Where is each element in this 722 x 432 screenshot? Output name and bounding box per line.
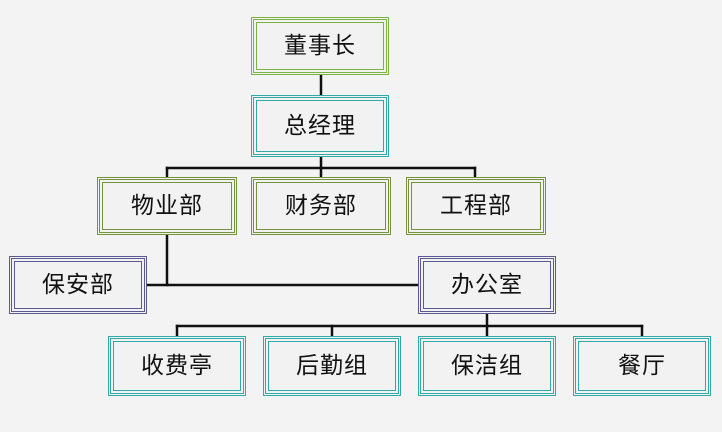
property-dept-node: 物业部 [97, 177, 237, 235]
finance-dept-label: 财务部 [285, 192, 357, 219]
toll-booth-label: 收费亭 [141, 352, 213, 379]
toll-booth-node: 收费亭 [108, 336, 246, 396]
general-manager-label: 总经理 [284, 112, 356, 139]
engineering-dept-label: 工程部 [440, 192, 512, 219]
security-dept-label: 保安部 [42, 271, 114, 298]
engineering-dept-node: 工程部 [406, 177, 546, 235]
general-manager-node: 总经理 [251, 95, 389, 157]
property-dept-label: 物业部 [131, 192, 203, 219]
logistics-group-node: 后勤组 [263, 336, 401, 396]
canteen-node: 餐厅 [573, 336, 711, 396]
office-label: 办公室 [451, 271, 523, 298]
office-node: 办公室 [418, 256, 556, 314]
cleaning-group-node: 保洁组 [418, 336, 556, 396]
logistics-group-label: 后勤组 [296, 352, 368, 379]
finance-dept-node: 财务部 [251, 177, 391, 235]
cleaning-group-label: 保洁组 [451, 352, 523, 379]
security-dept-node: 保安部 [9, 256, 147, 314]
chairman-node: 董事长 [251, 17, 389, 75]
canteen-label: 餐厅 [618, 352, 666, 379]
chairman-label: 董事长 [284, 32, 356, 59]
